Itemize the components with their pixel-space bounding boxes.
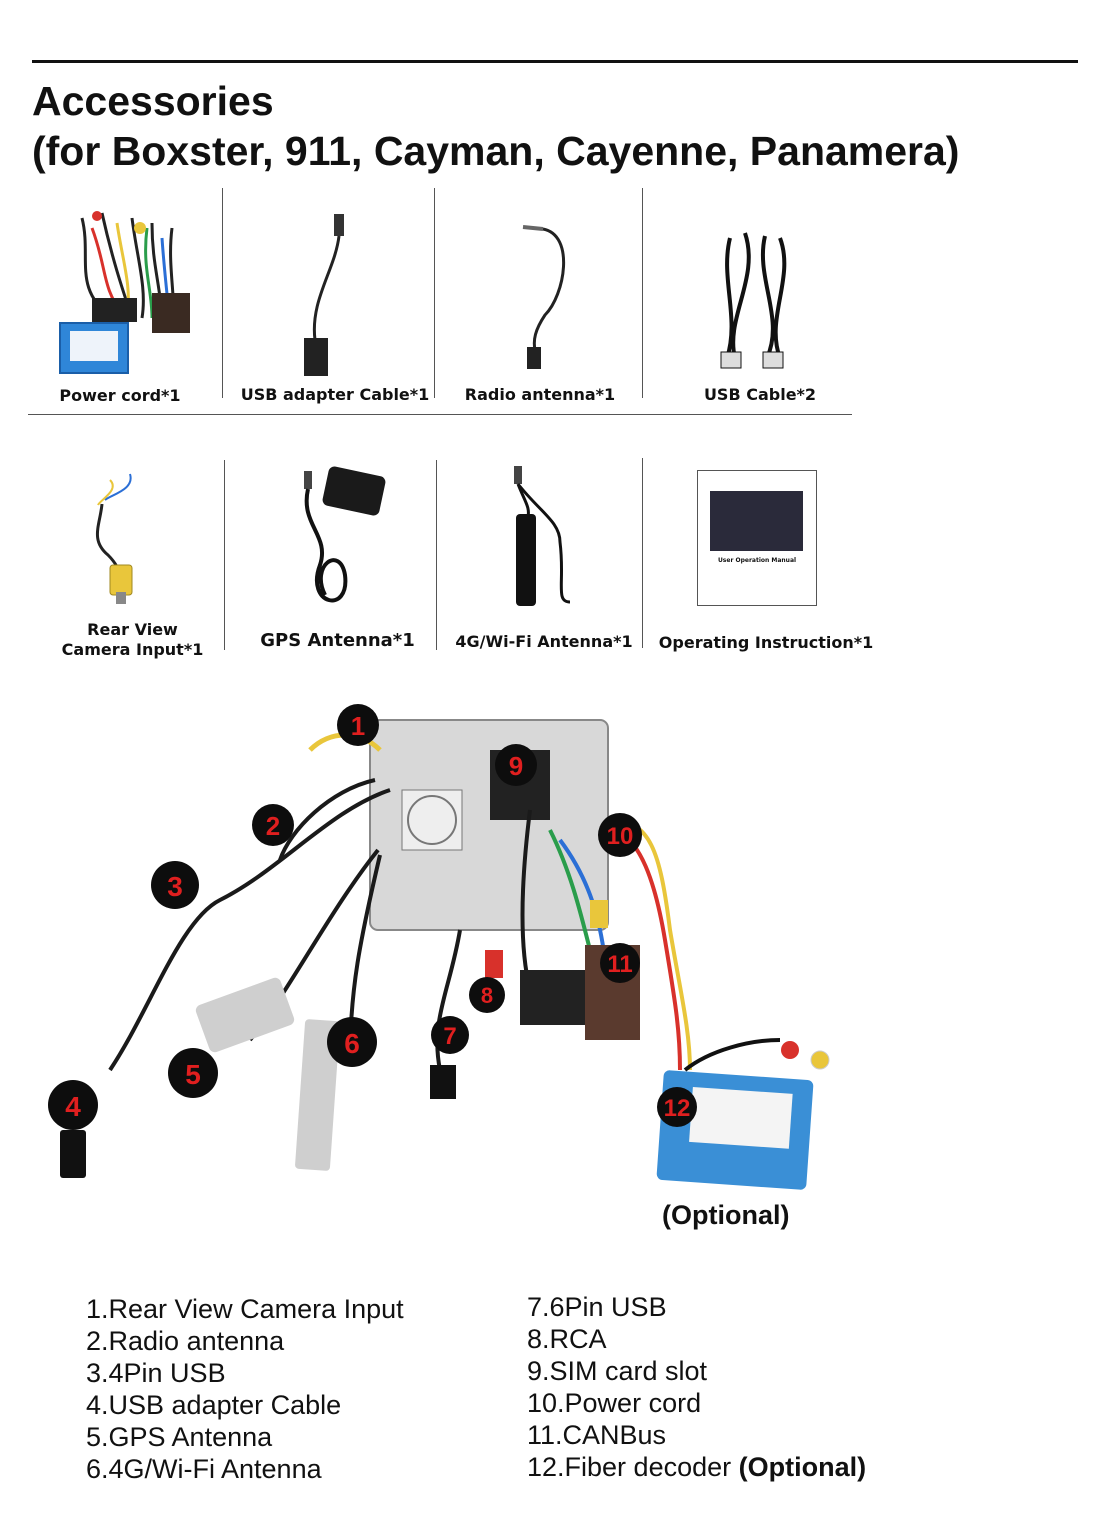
cable-6pin xyxy=(435,929,462,1071)
legend-item: 9.SIM card slot xyxy=(527,1356,708,1386)
caption-radio-antenna: Radio antenna*1 xyxy=(464,385,616,404)
power-cord-harness-icon xyxy=(59,211,190,374)
legend-item: 6.4G/Wi-Fi Antenna xyxy=(86,1454,322,1484)
legend-item: 3.4Pin USB xyxy=(86,1358,226,1388)
legend-item-optional: (Optional) xyxy=(738,1452,867,1482)
svg-text:2: 2 xyxy=(266,811,280,841)
legend-item: 2.Radio antenna xyxy=(86,1326,285,1356)
caption-gps-antenna: GPS Antenna*1 xyxy=(260,630,415,651)
4g-antenna-strip xyxy=(295,1019,340,1171)
marker-10: 10 xyxy=(598,813,642,857)
harness-connector xyxy=(520,970,590,1025)
legend-item-fiber-decoder: 12.Fiber decoder (Optional) xyxy=(527,1451,866,1483)
marker-11: 11 xyxy=(600,943,640,983)
legend-item-text: 12.Fiber decoder xyxy=(527,1452,739,1482)
usb-adapter-end xyxy=(60,1130,86,1178)
caption-usb-cable: USB Cable*2 xyxy=(703,385,817,404)
legend-item: 8.RCA xyxy=(527,1324,607,1354)
page-title-line2: (for Boxster, 911, Cayman, Cayenne, Pana… xyxy=(32,128,960,174)
legend-item: 11.CANBus xyxy=(527,1420,667,1450)
svg-text:4: 4 xyxy=(65,1091,81,1122)
caption-rear-view-line2: Camera Input*1 xyxy=(61,640,204,659)
marker-5: 5 xyxy=(168,1048,218,1098)
gps-puck xyxy=(195,977,295,1053)
radio-antenna-icon xyxy=(522,225,565,369)
svg-text:8: 8 xyxy=(481,983,493,1008)
separator xyxy=(222,188,223,398)
page-title-line1: Accessories xyxy=(32,78,274,124)
manual-title: User Operation Manual xyxy=(717,557,797,564)
legend-item: 4.USB adapter Cable xyxy=(86,1390,342,1420)
top-rule xyxy=(32,60,1078,63)
legend-item: 7.6Pin USB xyxy=(527,1292,667,1322)
4g-wifi-antenna-icon xyxy=(514,466,571,606)
row-divider xyxy=(28,414,852,415)
legend-item: 10.Power cord xyxy=(527,1388,702,1418)
marker-7: 7 xyxy=(431,1016,469,1054)
svg-text:5: 5 xyxy=(185,1059,201,1090)
caption-4g-wifi-antenna: 4G/Wi-Fi Antenna*1 xyxy=(455,632,633,651)
separator xyxy=(436,460,437,650)
svg-text:9: 9 xyxy=(509,751,523,781)
marker-4: 4 xyxy=(48,1080,98,1130)
rca-camera-cable-icon xyxy=(96,473,133,604)
gps-antenna-icon xyxy=(304,466,386,603)
marker-9: 9 xyxy=(495,744,537,786)
caption-usb-adapter-cable: USB adapter Cable*1 xyxy=(240,385,430,404)
separator xyxy=(224,460,225,650)
legend-left: 1.Rear View Camera Input 2.Radio antenna… xyxy=(86,1293,404,1485)
legend-item: 1.Rear View Camera Input xyxy=(86,1294,404,1324)
caption-power-cord: Power cord*1 xyxy=(59,386,181,405)
cooling-fan xyxy=(401,789,463,851)
svg-text:12: 12 xyxy=(664,1095,691,1122)
cable-radio xyxy=(278,778,376,861)
separator xyxy=(642,188,643,398)
6pin-usb-end xyxy=(430,1065,456,1099)
manual-screen xyxy=(710,491,803,551)
legend-right: 7.6Pin USB 8.RCA 9.SIM card slot 10.Powe… xyxy=(527,1291,866,1483)
marker-2: 2 xyxy=(252,804,294,846)
manual-booklet-icon: User Operation Manual xyxy=(697,470,817,606)
legend-item: 5.GPS Antenna xyxy=(86,1422,273,1452)
separator xyxy=(642,458,643,648)
marker-6: 6 xyxy=(327,1017,377,1067)
marker-12: 12 xyxy=(657,1087,697,1127)
svg-text:3: 3 xyxy=(167,871,183,902)
svg-text:10: 10 xyxy=(607,823,634,850)
usb-adapter-cable-icon xyxy=(304,214,344,376)
caption-operating-instruction: Operating Instruction*1 xyxy=(658,633,874,652)
usb-cable-icon xyxy=(720,232,787,369)
svg-text:7: 7 xyxy=(443,1023,456,1050)
svg-text:1: 1 xyxy=(351,711,365,741)
connection-diagram: 1 2 3 4 5 6 7 8 9 10 11 12 xyxy=(48,704,830,1190)
marker-1: 1 xyxy=(337,704,379,746)
svg-text:11: 11 xyxy=(607,951,632,978)
optional-label: (Optional) xyxy=(662,1200,790,1230)
svg-text:6: 6 xyxy=(344,1028,360,1059)
marker-3: 3 xyxy=(151,861,199,909)
caption-rear-view-line1: Rear View xyxy=(87,620,178,639)
marker-8: 8 xyxy=(469,977,505,1013)
separator xyxy=(434,188,435,398)
cable-usb-adapter xyxy=(108,788,391,1072)
